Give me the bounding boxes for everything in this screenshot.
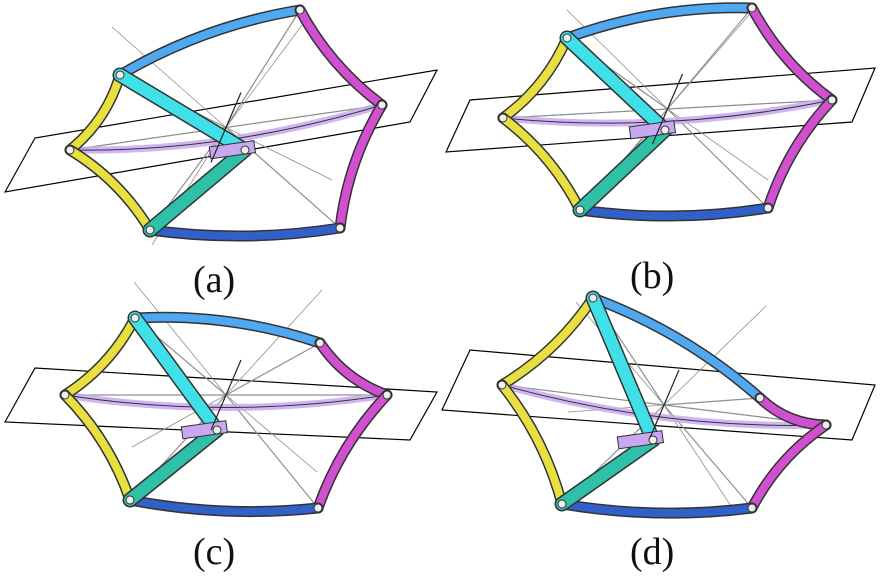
- left-lower-arc-link: [61, 391, 134, 504]
- spoke: [133, 281, 227, 396]
- slider-block: [628, 120, 677, 140]
- joint-pin: [747, 503, 757, 513]
- spoke: [131, 394, 227, 448]
- spoke: [667, 99, 833, 110]
- bottom-arc-link: [146, 224, 344, 240]
- top-arc-link-outline: [114, 4, 306, 81]
- spoke: [663, 397, 761, 406]
- upper-crank-bar: [587, 292, 659, 446]
- spoke: [663, 404, 736, 513]
- left-lower-arc-link: [498, 381, 566, 508]
- spoke: [111, 26, 227, 128]
- spoke: [225, 394, 319, 509]
- spoke: [663, 305, 767, 406]
- joint-pin: [240, 145, 250, 155]
- right-upper-arc-link: [748, 4, 836, 104]
- joint-pin: [755, 393, 765, 403]
- curved-guide-edge: [501, 384, 827, 426]
- joint-pin: [821, 420, 831, 430]
- joint-pin: [575, 205, 585, 215]
- rotation-axis: [210, 92, 242, 163]
- left-upper-arc-link: [66, 71, 124, 154]
- panel-a: [3, 4, 439, 246]
- slider-block: [616, 430, 665, 450]
- top-arc-link: [116, 6, 304, 79]
- panel-c: [4, 281, 438, 518]
- panel-d: [441, 290, 876, 519]
- upper-crank-bar: [129, 312, 223, 436]
- top-arc-link: [563, 3, 756, 42]
- left-upper-arc-link: [61, 314, 139, 399]
- joint-pin: [648, 435, 658, 445]
- right-lower-arc-link: [764, 96, 836, 212]
- joint-pin: [212, 425, 222, 435]
- spoke: [225, 342, 321, 396]
- joint-pin: [557, 499, 567, 509]
- spoke: [225, 24, 303, 128]
- rotation-axis: [651, 73, 684, 145]
- left-upper-arc-link: [499, 34, 571, 122]
- rotation-axis: [210, 359, 242, 431]
- joint-pin: [145, 225, 155, 235]
- spoke: [225, 289, 323, 396]
- slider-block: [208, 140, 257, 160]
- spoke: [667, 108, 769, 209]
- bottom-arc-link: [576, 204, 772, 220]
- right-lower-arc-link: [336, 101, 386, 232]
- spoke: [225, 104, 383, 128]
- left-upper-arc-link: [498, 294, 597, 389]
- lower-crank-bar: [574, 124, 671, 216]
- cutting-plane: [445, 67, 876, 153]
- rotation-axis: [648, 369, 680, 441]
- joint-pin: [660, 125, 670, 135]
- joint-pin: [125, 495, 135, 505]
- panel-label-a: (a): [193, 259, 236, 301]
- spoke: [225, 9, 301, 128]
- panel-label-b: (b): [630, 255, 675, 297]
- left-lower-arc-link: [499, 114, 584, 214]
- joint-pin: [562, 33, 572, 43]
- right-lower-arc-link: [314, 391, 391, 512]
- left-lower-arc-link: [66, 146, 154, 234]
- joint-pin: [498, 113, 508, 123]
- top-arc-link: [589, 294, 764, 402]
- joint-pin: [763, 203, 773, 213]
- slider-block: [180, 420, 229, 440]
- joint-pin: [60, 390, 70, 400]
- right-upper-arc-link: [296, 6, 386, 109]
- panel-label-c: (c): [193, 531, 236, 573]
- lower-crank-bar: [556, 434, 659, 510]
- joint-pin: [827, 95, 837, 105]
- joint-pin: [115, 70, 125, 80]
- right-upper-arc-link: [316, 339, 391, 399]
- joint-pin: [497, 380, 507, 390]
- upper-crank-bar: [114, 69, 251, 156]
- bottom-arc-link: [126, 496, 322, 516]
- joint-pin: [382, 390, 392, 400]
- joint-pin: [588, 293, 598, 303]
- top-arc-link: [131, 313, 324, 347]
- joint-pin: [65, 145, 75, 155]
- joint-pin: [335, 223, 345, 233]
- panel-b: [445, 2, 876, 222]
- joint-pin: [313, 503, 323, 513]
- joint-pin: [315, 338, 325, 348]
- lower-crank-bar: [124, 424, 223, 506]
- panel-label-d: (d): [630, 531, 675, 573]
- joint-pin: [130, 313, 140, 323]
- curved-guide-edge: [64, 394, 388, 408]
- right-lower-arc-link: [748, 421, 830, 512]
- joint-pin: [377, 100, 387, 110]
- bottom-arc-link: [558, 500, 756, 518]
- upper-crank-bar: [561, 32, 671, 136]
- lower-crank-bar: [144, 144, 251, 236]
- spoke: [667, 7, 756, 110]
- joint-pin: [295, 5, 305, 15]
- joint-pin: [747, 3, 757, 13]
